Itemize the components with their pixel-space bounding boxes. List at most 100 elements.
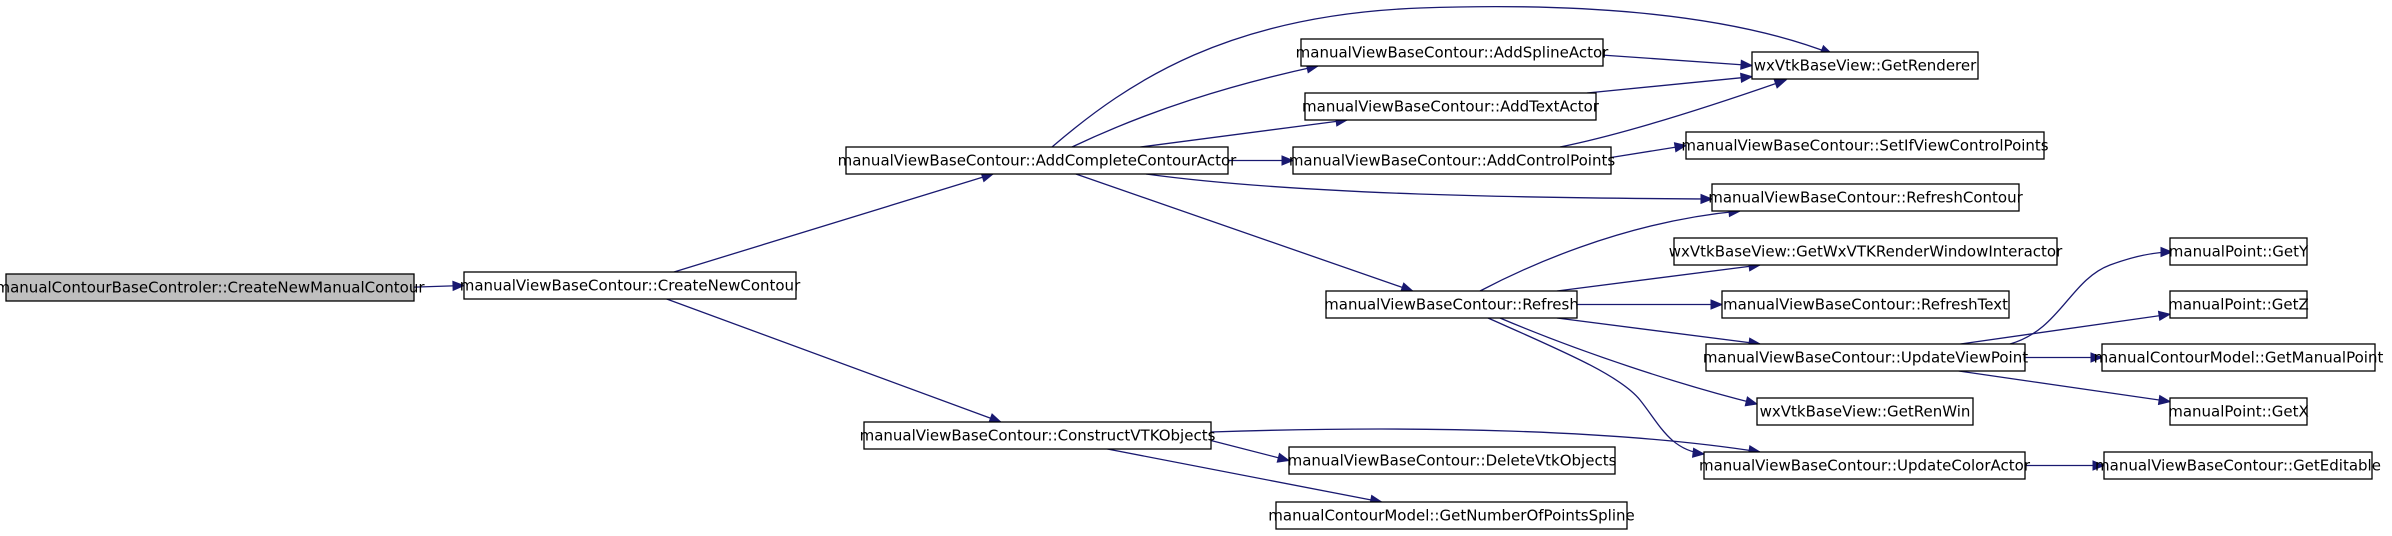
node-n12[interactable]: manualViewBaseContour::RefreshText	[1721, 290, 2010, 319]
node-n11[interactable]: wxVtkBaseView::GetWxVTKRenderWindowInter…	[1669, 237, 2063, 266]
node-box[interactable]	[2169, 290, 2308, 319]
edge-line	[1075, 173, 1413, 292]
node-box[interactable]	[1705, 343, 2026, 372]
node-label: manualViewBaseContour::GetEditable	[2095, 457, 2381, 475]
edge-n6-n8	[1559, 78, 1788, 148]
node-label: manualContourModel::GetNumberOfPointsSpl…	[1268, 507, 1634, 525]
node-label: manualPoint::GetX	[2168, 403, 2309, 421]
edge-n2-n4	[1071, 63, 1320, 148]
node-box[interactable]	[1711, 183, 2020, 212]
node-box[interactable]	[2103, 451, 2373, 480]
edge-line	[1071, 65, 1319, 148]
node-box[interactable]	[5, 273, 415, 302]
node-label: manualViewBaseContour::Refresh	[1324, 296, 1579, 314]
node-n20[interactable]: manualContourModel::GetManualPoint	[2094, 343, 2384, 372]
node-box[interactable]	[2169, 237, 2308, 266]
node-box[interactable]	[1685, 131, 2045, 160]
node-box[interactable]	[1325, 290, 1578, 319]
edge-n1-n3	[666, 298, 1003, 423]
arrowhead	[1740, 72, 1754, 84]
node-box[interactable]	[1304, 92, 1597, 121]
arrowhead	[1691, 447, 1706, 458]
node-label: manualPoint::GetZ	[2168, 296, 2309, 314]
node-n6[interactable]: manualViewBaseContour::AddControlPoints	[1289, 146, 1616, 175]
edge-n2-n10	[1145, 173, 1714, 205]
node-label: manualViewBaseContour::UpdateColorActor	[1699, 457, 2031, 475]
arrowhead	[1773, 78, 1788, 89]
node-n0[interactable]: manualContourBaseControler::CreateNewMan…	[0, 273, 425, 302]
edge-n0-n1	[413, 280, 466, 292]
arrowhead	[1740, 59, 1754, 70]
node-box[interactable]	[1288, 446, 1616, 475]
edge-n15-n22	[2025, 460, 2106, 471]
edge-n7-n11	[1556, 261, 1762, 292]
edge-line	[1499, 317, 1758, 405]
node-box[interactable]	[1703, 451, 2026, 480]
edge-n2-n8	[1051, 5, 1834, 148]
edge-line	[1586, 76, 1753, 94]
node-n5[interactable]: manualViewBaseContour::AddTextActor	[1302, 92, 1600, 121]
node-box[interactable]	[2101, 343, 2376, 372]
node-box[interactable]	[1751, 51, 1979, 80]
arrowhead	[1276, 452, 1291, 463]
node-box[interactable]	[845, 146, 1229, 175]
node-n17[interactable]: manualContourModel::GetNumberOfPointsSpl…	[1268, 501, 1635, 530]
node-n7[interactable]: manualViewBaseContour::Refresh	[1324, 290, 1579, 319]
node-n14[interactable]: wxVtkBaseView::GetRenWin	[1756, 397, 1974, 426]
node-n1[interactable]: manualViewBaseContour::CreateNewContour	[460, 271, 801, 300]
arrowhead	[988, 413, 1003, 423]
node-n13[interactable]: manualViewBaseContour::UpdateViewPoint	[1703, 343, 2028, 372]
node-box[interactable]	[1721, 290, 2010, 319]
edge-n2-n6	[1228, 155, 1295, 166]
arrowhead	[452, 280, 466, 292]
node-label: manualPoint::GetY	[2169, 243, 2309, 261]
arrowhead	[1710, 299, 1724, 310]
node-label: manualContourModel::GetManualPoint	[2094, 349, 2384, 367]
node-n19[interactable]: manualPoint::GetZ	[2168, 290, 2309, 319]
edge-n5-n8	[1586, 72, 1754, 94]
node-n2[interactable]: manualViewBaseContour::AddCompleteContou…	[838, 146, 1238, 175]
arrowhead	[2157, 310, 2172, 322]
arrowhead	[2090, 352, 2104, 363]
edge-line	[1556, 317, 1761, 345]
arrowhead	[2160, 246, 2174, 258]
arrowhead	[1700, 193, 1714, 205]
arrowhead	[1281, 155, 1295, 166]
edge-n7-n13	[1556, 317, 1762, 348]
node-label: wxVtkBaseView::GetWxVTKRenderWindowInter…	[1669, 243, 2063, 261]
node-box[interactable]	[1275, 501, 1628, 530]
node-box[interactable]	[2169, 397, 2308, 426]
node-n22[interactable]: manualViewBaseContour::GetEditable	[2095, 451, 2381, 480]
node-box[interactable]	[1756, 397, 1974, 426]
node-label: manualViewBaseContour::UpdateViewPoint	[1703, 349, 2028, 367]
edge-n7-n12	[1577, 299, 1724, 310]
edge-line	[2009, 251, 2173, 345]
node-n8[interactable]: wxVtkBaseView::GetRenderer	[1751, 51, 1979, 80]
edge-n7-n14	[1499, 317, 1759, 407]
edge-line	[1210, 439, 1290, 462]
edge-n3-n16	[1210, 439, 1291, 463]
node-n3[interactable]: manualViewBaseContour::ConstructVTKObjec…	[860, 421, 1216, 450]
node-box[interactable]	[1300, 38, 1604, 67]
edge-line	[673, 173, 994, 273]
edge-line	[1487, 317, 1705, 455]
edge-line	[1145, 173, 1713, 200]
node-n16[interactable]: manualViewBaseContour::DeleteVtkObjects	[1288, 446, 1617, 475]
edge-n13-n21	[1958, 370, 2172, 406]
node-n4[interactable]: manualViewBaseContour::AddSplineActor	[1296, 38, 1609, 67]
edge-n6-n9	[1610, 142, 1688, 159]
node-box[interactable]	[1292, 146, 1612, 175]
node-label: manualViewBaseContour::ConstructVTKObjec…	[860, 427, 1216, 445]
edge-line	[1960, 313, 2171, 345]
node-n10[interactable]: manualViewBaseContour::RefreshContour	[1708, 183, 2024, 212]
arrowhead	[1744, 396, 1759, 407]
node-box[interactable]	[1673, 237, 2058, 266]
node-box[interactable]	[863, 421, 1212, 450]
edge-n13-n18	[2009, 246, 2174, 345]
node-label: manualViewBaseContour::AddCompleteContou…	[838, 152, 1238, 170]
node-n18[interactable]: manualPoint::GetY	[2169, 237, 2309, 266]
node-n21[interactable]: manualPoint::GetX	[2168, 397, 2309, 426]
node-n9[interactable]: manualViewBaseContour::SetIfViewControlP…	[1681, 131, 2049, 160]
node-n15[interactable]: manualViewBaseContour::UpdateColorActor	[1699, 451, 2031, 480]
node-box[interactable]	[463, 271, 797, 300]
